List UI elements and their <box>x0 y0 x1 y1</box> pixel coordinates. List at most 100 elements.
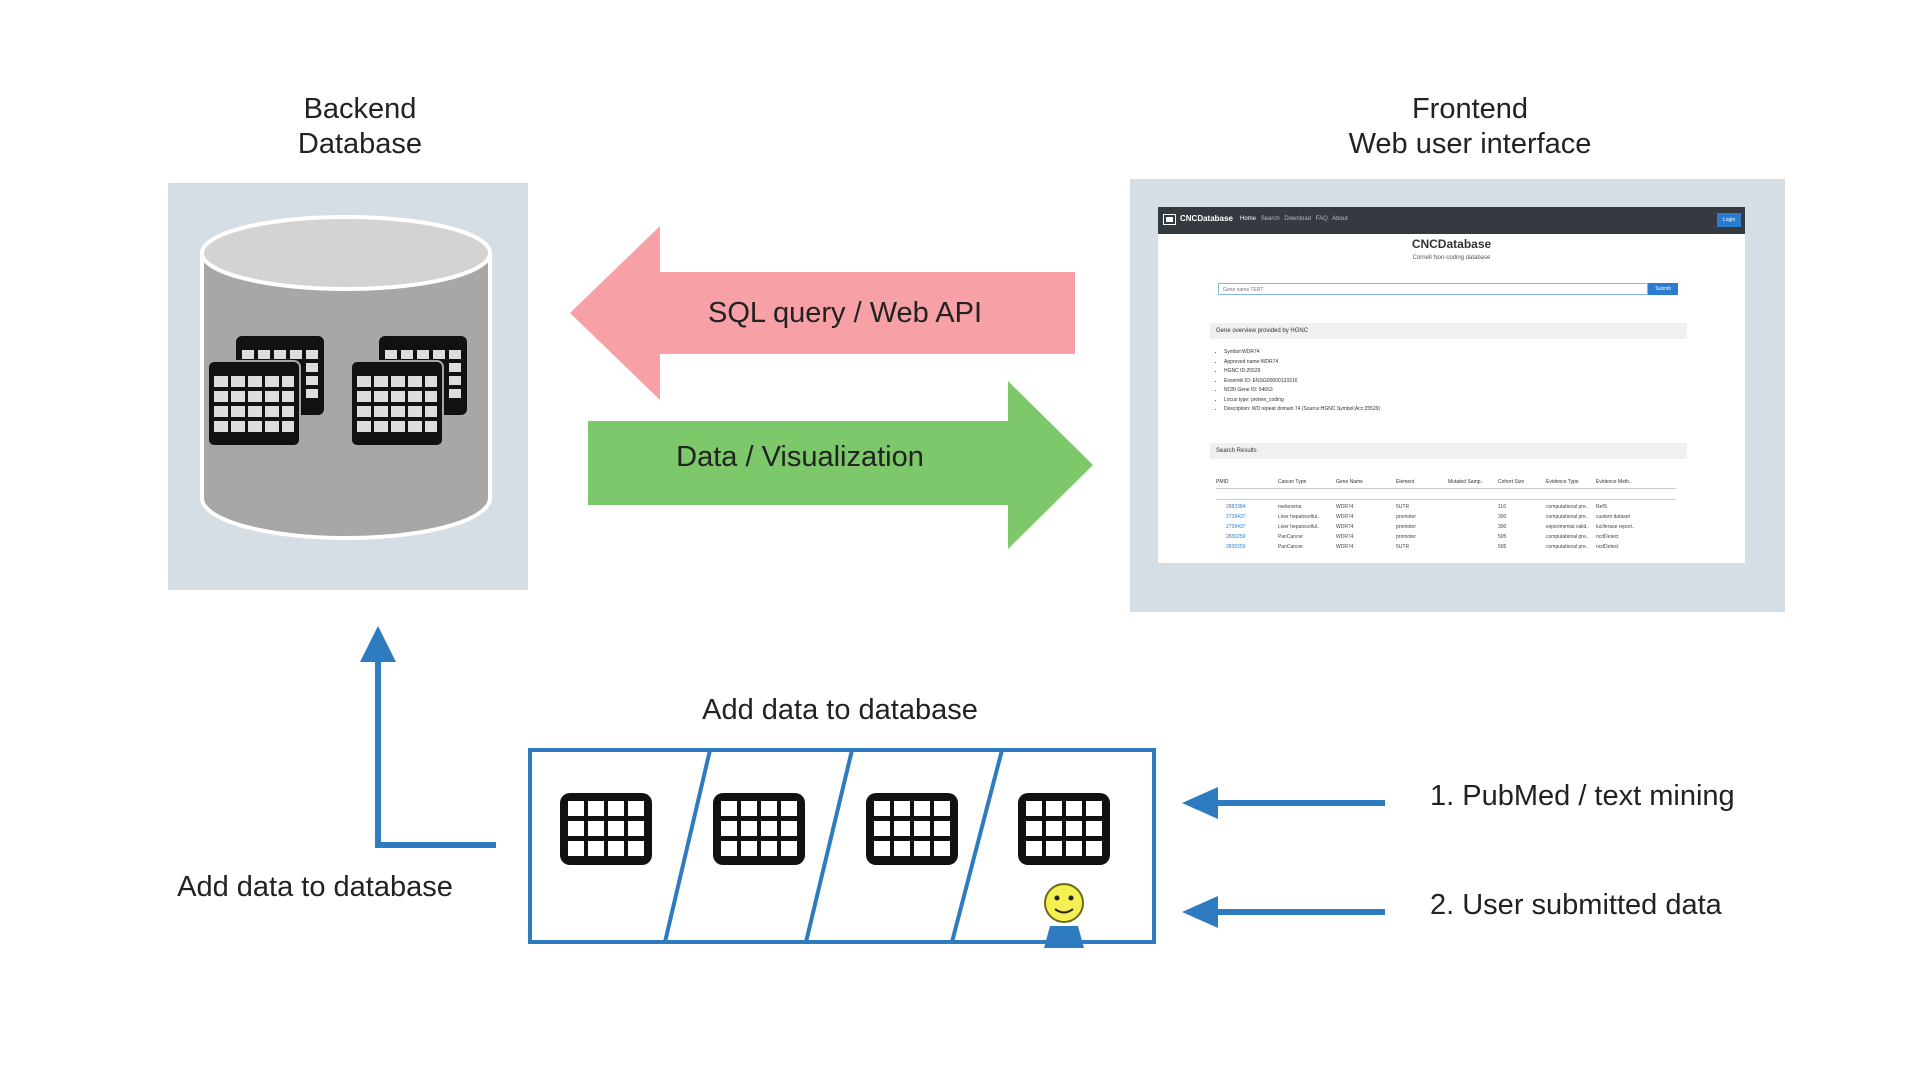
table-grid-icon <box>560 793 652 865</box>
table-cell: experimental valid.. <box>1546 524 1590 530</box>
table-header-cell: Evidence Type <box>1546 479 1579 485</box>
table-cell: promoter <box>1396 534 1417 540</box>
pubmed-source-label: 1. PubMed / text mining <box>1430 780 1735 812</box>
table-cell: RefS <box>1596 504 1608 510</box>
table-cell: promoter <box>1396 514 1417 520</box>
nav-item-faq: FAQ <box>1315 216 1328 222</box>
overview-item: Locus type: protein_coding <box>1224 396 1380 406</box>
table-cell: WDR74 <box>1336 534 1354 540</box>
table-stack-right-icon <box>350 336 467 447</box>
backend-title-line1: Backend <box>303 93 417 125</box>
table-cell: 300 <box>1498 514 1507 520</box>
add-data-label-left: Add data to database <box>177 871 453 903</box>
table-cell: computational pre.. <box>1546 544 1589 550</box>
table-header-cell: Gene Name <box>1336 479 1363 485</box>
table-header-cell: PMID <box>1216 479 1229 485</box>
table-cell: Liver hepatocellul.. <box>1278 524 1320 530</box>
table-cell: 5UTR <box>1396 504 1410 510</box>
screenshot-navbar: CNCDatabase Home Search Download FAQ Abo… <box>1158 207 1745 234</box>
table-grid-icon <box>866 793 958 865</box>
table-header-cell: Element <box>1396 479 1415 485</box>
screenshot-subtitle: Cornell Non-coding database <box>1412 255 1491 261</box>
table-cell: WDR74 <box>1336 544 1354 550</box>
overview-item: HGNC ID:25529 <box>1224 367 1380 377</box>
screenshot-overview-list: Symbol:WDR74 Approved name:WDR74 HGNC ID… <box>1216 348 1380 415</box>
table-cell: promoter <box>1396 524 1417 530</box>
data-visualization-arrow <box>588 381 1093 549</box>
user-arrowhead-icon <box>1182 896 1218 928</box>
table-cell: melanoma <box>1278 504 1302 510</box>
web-interface-screenshot: CNCDatabase Home Search Download FAQ Abo… <box>1158 207 1745 563</box>
table-divider <box>1216 499 1676 500</box>
add-data-label-top: Add data to database <box>702 694 978 726</box>
screenshot-overview-heading: Gene overview provided by HGNC <box>1210 323 1687 339</box>
table-cell: computational pre.. <box>1546 504 1589 510</box>
overview-item: Description: WD repeat domain 74 (Source… <box>1224 405 1380 415</box>
up-arrowhead-icon <box>360 626 396 662</box>
table-cell: luciferase report.. <box>1596 524 1635 530</box>
table-cell: 300 <box>1498 524 1507 530</box>
frontend-title-line2: Web user interface <box>1348 128 1592 160</box>
screenshot-submit-button: Submit <box>1648 283 1678 295</box>
nav-item-download: Download <box>1284 216 1312 222</box>
screenshot-nav-items: Home Search Download FAQ About <box>1240 216 1348 222</box>
nav-item-about: About <box>1332 216 1348 222</box>
table-cell: computational pre.. <box>1546 514 1589 520</box>
table-cell: Liver hepatocellul.. <box>1278 514 1320 520</box>
table-cell: WDR74 <box>1336 524 1354 530</box>
table-row: 2739437 Liver hepatocellul.. WDR74 promoter… <box>1216 524 1676 533</box>
frontend-title-line1: Frontend <box>1411 93 1529 125</box>
table-cell: 505 <box>1498 544 1507 550</box>
table-cell: PanCancer <box>1278 534 1304 540</box>
smiley-face-icon <box>1044 883 1084 923</box>
screenshot-results-heading: Search Results <box>1210 443 1687 459</box>
table-header-cell: Cohort Size <box>1498 479 1525 485</box>
backend-database-panel <box>168 183 528 590</box>
screenshot-login-button: Login <box>1717 213 1741 227</box>
table-cell: 505 <box>1498 534 1507 540</box>
frontend-web-panel: CNCDatabase Home Search Download FAQ Abo… <box>1130 179 1785 612</box>
table-cell: ncdDetect <box>1596 544 1619 550</box>
table-cell: 116 <box>1498 504 1506 510</box>
data-visualization-label: Data / Visualization <box>676 441 924 473</box>
overview-item: Approved name:WDR74 <box>1224 358 1380 368</box>
table-cell: 2739437 <box>1226 514 1246 520</box>
backend-title: Backend Database <box>255 92 465 162</box>
overview-item: Symbol:WDR74 <box>1224 348 1380 358</box>
table-row: 2739437 Liver hepatocellul.. WDR74 promoter… <box>1216 514 1676 523</box>
person-body-icon <box>1044 926 1084 948</box>
table-cell: custom dataset <box>1596 514 1630 520</box>
table-cell: 2830259 <box>1226 534 1246 540</box>
table-cell: ncdDetect <box>1596 534 1619 540</box>
screenshot-title: CNCDatabase <box>1411 237 1492 251</box>
table-grid-icon <box>1018 793 1110 865</box>
nav-item-search: Search <box>1260 216 1280 222</box>
table-header-cell: Cancer Type <box>1278 479 1307 485</box>
table-cell: PanCancer <box>1278 544 1304 550</box>
table-cell: 2739437 <box>1226 524 1246 530</box>
table-cell: computational pre.. <box>1546 534 1589 540</box>
table-cell: WDR74 <box>1336 514 1354 520</box>
sql-query-arrow <box>570 226 1075 400</box>
database-logo-icon <box>1163 214 1176 225</box>
pubmed-arrowhead-icon <box>1182 787 1218 819</box>
table-header-cell: Mutated Samp.. <box>1448 479 1484 485</box>
data-sources-strip <box>528 748 1156 948</box>
frontend-title: Frontend Web user interface <box>1290 92 1650 162</box>
screenshot-brand: CNCDatabase <box>1180 214 1233 223</box>
screenshot-search-input: Gene name TERT <box>1218 283 1648 295</box>
table-divider <box>1216 488 1676 489</box>
table-cell: 2882384 <box>1226 504 1246 510</box>
backend-title-line2: Database <box>297 128 423 160</box>
sql-query-label: SQL query / Web API <box>707 297 983 329</box>
nav-item-home: Home <box>1240 216 1257 222</box>
database-cylinder-icon <box>200 215 492 540</box>
table-grid-icon <box>713 793 805 865</box>
add-data-up-arrow-line <box>375 650 496 848</box>
user-submitted-label: 2. User submitted data <box>1430 889 1722 921</box>
table-header-cell: Evidence Meth.. <box>1596 479 1632 485</box>
overview-item: Ensembl ID: ENSG00000133316 <box>1224 377 1380 387</box>
table-stack-left-icon <box>207 336 324 447</box>
